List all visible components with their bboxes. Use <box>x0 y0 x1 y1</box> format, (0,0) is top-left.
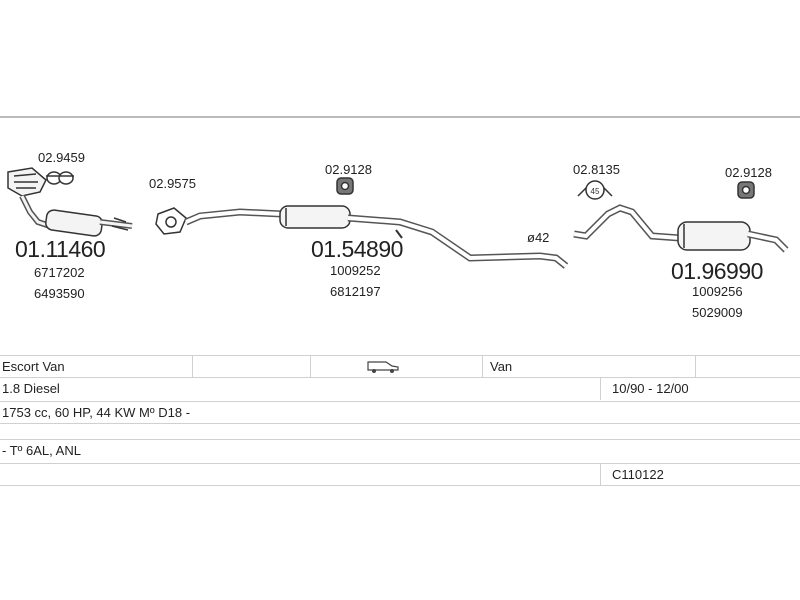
rear-ref-1: 1009256 <box>692 284 743 299</box>
vehicle-specs: 1753 cc, 60 HP, 44 KW Mº D18 - <box>2 405 191 420</box>
clamp-pair-icon <box>46 171 74 185</box>
table-row: 1.8 Diesel 10/90 - 12/00 <box>0 377 800 400</box>
mid-part-number: 01.54890 <box>311 236 403 262</box>
vehicle-extra: - Tº 6AL, ANL <box>2 443 81 458</box>
table-row: Escort Van Van <box>0 355 800 378</box>
cat-ref-2: 6493590 <box>34 286 85 301</box>
middle-silencer-icon <box>184 205 569 269</box>
rear-clamp-size: 45 <box>591 187 600 196</box>
table-row: C110122 <box>0 463 800 486</box>
table-row: - Tº 6AL, ANL <box>0 439 800 462</box>
cat-ref-1: 6717202 <box>34 265 85 280</box>
vehicle-years: 10/90 - 12/00 <box>612 381 689 396</box>
exhaust-diagram: 45 02.9459 01.11460 6717202 6493590 02.9… <box>0 116 800 320</box>
gasket-icon <box>155 207 187 235</box>
gasket-label: 02.9575 <box>149 176 196 191</box>
table-row: 1753 cc, 60 HP, 44 KW Mº D18 - <box>0 401 800 424</box>
mid-ref-1: 1009252 <box>330 263 381 278</box>
rear-clamp-label: 02.8135 <box>573 162 620 177</box>
rear-silencer-icon <box>573 204 789 253</box>
mid-ref-2: 6812197 <box>330 284 381 299</box>
vehicle-body: Van <box>490 359 513 374</box>
exhaust-drawing: 45 <box>0 116 800 269</box>
cat-clamp-label: 02.9459 <box>38 150 85 165</box>
rear-ref-2: 5029009 <box>692 305 743 320</box>
rear-rubber-label: 02.9128 <box>725 165 772 180</box>
mid-rubber-label: 02.9128 <box>325 162 372 177</box>
rear-part-number: 01.96990 <box>671 258 763 284</box>
table-bottom-border <box>0 485 800 487</box>
rubber-mount-icon <box>336 177 354 195</box>
vehicle-engine: 1.8 Diesel <box>2 381 60 396</box>
catalogue-code: C110122 <box>612 467 664 482</box>
rear-clamp-icon: 45 <box>577 180 613 200</box>
rear-rubber-mount-icon <box>737 181 755 199</box>
cat-part-number: 01.11460 <box>15 236 106 262</box>
van-icon <box>366 358 400 377</box>
table-row <box>0 423 800 446</box>
vehicle-model: Escort Van <box>2 359 65 374</box>
catalytic-converter-icon <box>7 167 133 237</box>
pipe-diameter-label: ø42 <box>527 230 550 245</box>
